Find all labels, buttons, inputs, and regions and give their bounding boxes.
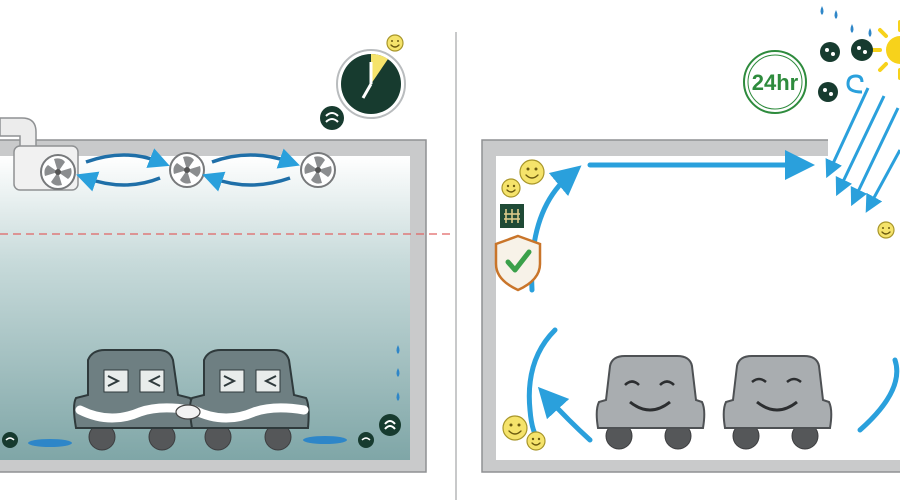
mold-spore-icon: [379, 414, 401, 436]
mold-spore-icon: [358, 432, 374, 448]
dehumidifier-icon: [500, 204, 524, 228]
car-left-2: [189, 349, 310, 451]
wind-lines: [825, 74, 900, 213]
car-right-2: [722, 355, 833, 450]
water-puddle: [28, 439, 72, 447]
sun-icon: [870, 20, 900, 80]
smiley-icon: [501, 178, 521, 198]
water-puddle: [303, 436, 347, 444]
water-drops: [396, 345, 400, 401]
airflow-arrows: [76, 148, 300, 192]
smiley-icon: [502, 415, 528, 441]
smiley-icon: [877, 221, 895, 239]
fan-icon: [300, 152, 336, 188]
dehumidifier-icon: [0, 117, 79, 191]
shield-check-icon: [494, 234, 542, 292]
handshake: [175, 404, 201, 420]
mold-spore-icon: [818, 82, 838, 102]
mold-spore-icon: [2, 432, 18, 448]
water-drops: [820, 6, 872, 37]
24hr-badge: 24hr: [743, 50, 807, 114]
fan-icon: [169, 152, 205, 188]
clock-icon: [336, 49, 406, 119]
smiley-icon: [519, 159, 545, 185]
mold-spore-icon: [851, 39, 873, 61]
car-right-1: [595, 355, 706, 450]
smiley-icon: [386, 34, 404, 52]
right-garage-panel: 24hr: [481, 6, 900, 473]
mold-spore-icon: [320, 106, 344, 130]
mold-spore-icon: [820, 42, 840, 62]
24hr-label: 24hr: [752, 70, 799, 95]
left-garage-panel: [0, 34, 450, 473]
car-left-1: [73, 349, 195, 451]
smiley-icon: [526, 431, 546, 451]
